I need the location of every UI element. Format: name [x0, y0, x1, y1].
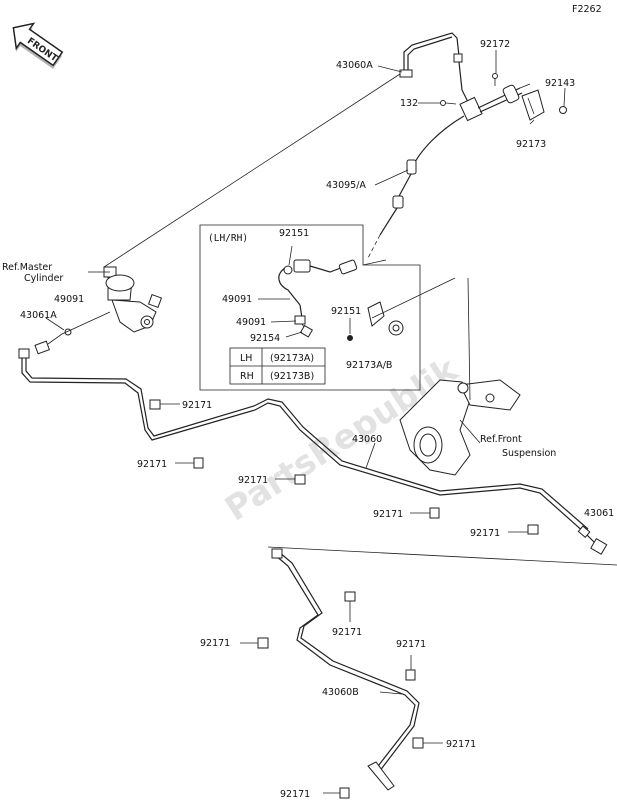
callout-43095A: 43095/A	[326, 180, 366, 191]
clip-92171-i	[412, 737, 443, 749]
table-side-lh: LH	[240, 353, 252, 364]
callout-49091: 49091	[54, 294, 84, 305]
clip-92171-g	[240, 637, 269, 649]
diagram-code: F2262	[572, 4, 602, 15]
callout-43061: 43061	[584, 508, 614, 519]
inset-title: (LH/RH)	[208, 233, 248, 244]
table-side-rh: RH	[240, 371, 254, 382]
callout-92171-e: 92171	[470, 528, 500, 539]
callout-49091-inset-a: 49091	[222, 294, 252, 305]
clip-92171-f	[344, 591, 356, 622]
callout-92171-i: 92171	[446, 739, 476, 750]
clip-92171-b	[175, 457, 204, 469]
callout-92151: 92151	[331, 306, 361, 317]
hose-43095A	[367, 115, 465, 259]
callout-92171-f: 92171	[332, 627, 362, 638]
fitting-43061A	[34, 311, 111, 355]
clip-92171-j	[323, 787, 350, 799]
callout-92171-h: 92171	[396, 639, 426, 650]
clip-92171-h	[405, 655, 416, 681]
callout-92171-j: 92171	[280, 789, 310, 800]
front-suspension	[399, 277, 521, 476]
callout-92172: 92172	[480, 39, 510, 50]
hose-43060B	[271, 548, 420, 791]
inset-box: (LH/RH) LH (92173A) RH (92173B)	[199, 224, 421, 391]
callout-92151-inset: 92151	[279, 228, 309, 239]
bracket-92173	[440, 73, 567, 121]
table-part-rh: (92173B)	[270, 371, 314, 382]
callout-92154: 92154	[250, 333, 280, 344]
ref-master-line1: Ref.Master	[2, 262, 52, 273]
clip-92171-e	[508, 524, 539, 535]
callout-132: 132	[400, 98, 418, 109]
ref-master-line2: Cylinder	[24, 273, 63, 284]
ref-front-line2: Suspension	[502, 448, 556, 459]
callout-92171-b: 92171	[137, 459, 167, 470]
callout-43060: 43060	[352, 434, 382, 445]
callout-49091-inset-b: 49091	[236, 317, 266, 328]
callout-43060B: 43060B	[322, 687, 359, 698]
callout-92171-g: 92171	[200, 638, 230, 649]
clip-92171-d	[410, 507, 440, 519]
clip-92171-c	[275, 474, 306, 485]
bracket-92173AB	[347, 277, 456, 341]
joint-block	[458, 61, 531, 122]
master-cylinder	[88, 266, 163, 333]
callout-92173AB: 92173A/B	[346, 360, 392, 371]
callout-92173: 92173	[516, 139, 546, 150]
hose-43060	[18, 348, 608, 555]
callout-92143: 92143	[545, 78, 575, 89]
callout-92171-d: 92171	[373, 509, 403, 520]
callout-43061A: 43061A	[20, 310, 57, 321]
hose-43060A	[399, 32, 463, 78]
ref-front-line1: Ref.Front	[480, 434, 522, 445]
table-part-lh: (92173A)	[270, 353, 314, 364]
clip-92171-a	[149, 399, 180, 410]
callout-43060A: 43060A	[336, 60, 373, 71]
front-arrow-icon: FRONT	[12, 22, 64, 69]
callout-92171-c: 92171	[238, 475, 268, 486]
callout-92171-a: 92171	[182, 400, 212, 411]
